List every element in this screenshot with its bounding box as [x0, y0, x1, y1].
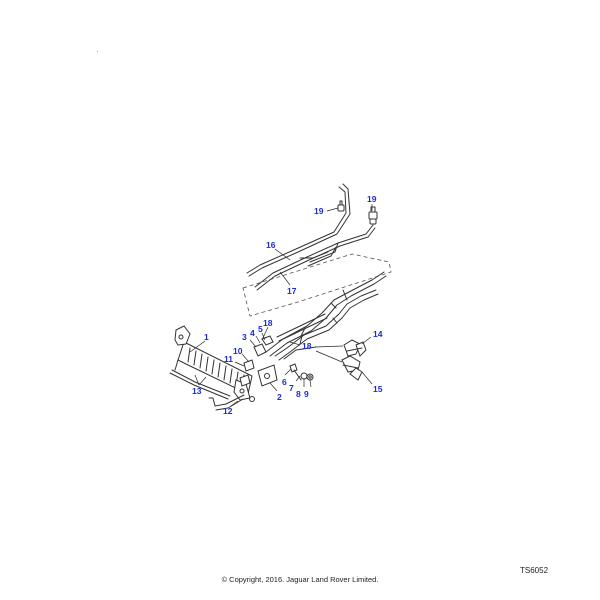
upper-pipes: [246, 183, 376, 291]
callout-8: 8: [296, 389, 301, 399]
lower-pipe-bundle: [265, 271, 387, 361]
callout-6: 6: [282, 377, 287, 387]
callout-7: 7: [289, 383, 294, 393]
callout-15: 15: [373, 384, 383, 394]
clip-15: [341, 355, 363, 381]
leader-lines: [189, 204, 373, 407]
oil-cooler: [169, 325, 255, 411]
callout-13: 13: [192, 386, 202, 396]
callout-12: 12: [223, 406, 233, 416]
callout-11: 11: [224, 354, 233, 364]
diagram-reference-code: TS6052: [520, 566, 549, 575]
callout-1: 1: [204, 332, 209, 342]
callout-4: 4: [250, 328, 255, 338]
callout-3: 3: [242, 332, 247, 342]
copyright-notice: © Copyright, 2016. Jaguar Land Rover Lim…: [221, 575, 379, 584]
dashed-assembly-outline: [242, 253, 392, 317]
callout-10: 10: [233, 346, 243, 356]
stray-dot: [97, 51, 98, 52]
fitting-19-left: [337, 200, 345, 212]
callout-labels: 19 19 16 17 18 5 4 3 1 18 10 11 14 6 7 8…: [192, 194, 383, 416]
callout-19b: 19: [367, 194, 377, 204]
callout-5: 5: [258, 324, 263, 334]
callout-18a: 18: [263, 318, 273, 328]
callout-17: 17: [287, 286, 297, 296]
fitting-19-right: [368, 206, 378, 225]
callout-2: 2: [277, 392, 282, 402]
callout-14: 14: [373, 329, 383, 339]
callout-16: 16: [266, 240, 276, 250]
clip-14: [343, 339, 367, 357]
bolts-6-9: [283, 346, 317, 381]
callout-9: 9: [304, 389, 309, 399]
callout-19a: 19: [314, 206, 324, 216]
callout-18b: 18: [302, 341, 312, 351]
bracket-2: [239, 335, 278, 387]
